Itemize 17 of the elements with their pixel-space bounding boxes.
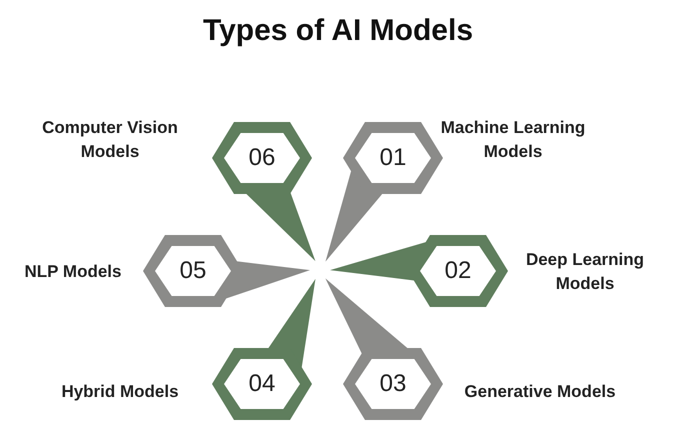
model-label: Hybrid Models: [60, 381, 180, 403]
step-number: 04: [248, 369, 276, 399]
title: Types of AI Models: [202, 14, 474, 48]
model-label: Generative Models: [463, 381, 617, 403]
petal-shape: [143, 235, 311, 307]
step-number: 05: [178, 256, 208, 286]
step-number: 03: [378, 369, 408, 399]
model-label: Deep Learning Models: [524, 249, 646, 295]
petal-shape: [329, 234, 508, 307]
model-label: NLP Models: [24, 261, 122, 283]
petal-shape: [325, 278, 443, 420]
step-number: 01: [378, 143, 408, 173]
step-number: 02: [444, 256, 472, 286]
step-number: 06: [248, 143, 276, 173]
model-label: Machine Learning Models: [440, 117, 586, 163]
model-label: Computer Vision Models: [41, 117, 179, 163]
petal-shape: [212, 122, 316, 262]
